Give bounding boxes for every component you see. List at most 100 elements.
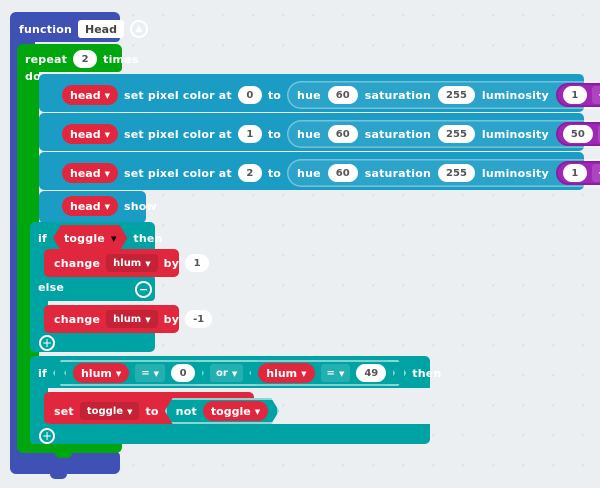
logic-join-operator-label: or xyxy=(216,367,228,379)
hue-field[interactable]: 60 xyxy=(327,86,358,104)
function-keyword: function xyxy=(19,22,72,36)
pixel-index-field[interactable]: 2 xyxy=(237,164,262,182)
head-variable-dropdown[interactable]: head ▼ xyxy=(62,85,118,105)
hsl-reporter[interactable]: hue 60 saturation 255 luminosity 1 + ▼ h… xyxy=(287,81,600,109)
by-label: by xyxy=(163,256,180,270)
repeat-count-field[interactable]: 2 xyxy=(73,50,98,68)
chevron-down-icon: ▼ xyxy=(301,369,307,378)
circle-plus-icon[interactable]: + xyxy=(39,335,55,351)
or-boolean-block[interactable]: hlum ▼ = ▼ 0 or ▼ hlum ▼ = xyxy=(53,360,406,386)
hlum-variable-dropdown[interactable]: hlum ▼ xyxy=(106,254,158,272)
hue-field[interactable]: 60 xyxy=(327,125,358,143)
chevron-down-icon: ▼ xyxy=(254,407,261,416)
comparison-value-field[interactable]: 0 xyxy=(171,364,195,382)
chevron-down-icon: ▼ xyxy=(104,169,110,178)
hue-field[interactable]: 60 xyxy=(327,164,358,182)
hue-label: hue xyxy=(297,166,321,180)
repeat-do-label: do xyxy=(25,70,41,83)
function-name-field[interactable]: Head xyxy=(78,20,124,38)
set-pixel-color-block[interactable] xyxy=(39,74,584,112)
hlum-variable-label: hlum xyxy=(113,313,142,325)
set-pixel-color-block[interactable] xyxy=(39,152,584,190)
right-comparison-block[interactable]: hlum ▼ = ▼ 49 xyxy=(249,360,395,386)
if-toggle-header: if toggle ▼ then xyxy=(38,225,163,251)
hue-label: hue xyxy=(297,88,321,102)
then-label: then xyxy=(133,231,163,245)
math-operator-block[interactable]: 1 + ▼ hlum ▼ xyxy=(555,83,600,107)
hlum-variable-dropdown[interactable]: hlum ▼ xyxy=(258,363,314,383)
chevron-up-icon[interactable]: ▲ xyxy=(129,20,148,38)
saturation-field[interactable]: 255 xyxy=(438,86,475,104)
change-keyword: change xyxy=(54,312,101,326)
toggle-variable-dropdown[interactable]: toggle ▼ xyxy=(79,402,140,420)
chevron-down-icon: ▼ xyxy=(231,369,238,378)
chevron-down-icon: ▼ xyxy=(110,234,117,243)
logic-join-operator-dropdown[interactable]: or ▼ xyxy=(210,364,243,382)
chevron-down-icon: ▼ xyxy=(115,369,122,378)
comparison-operator-dropdown[interactable]: = ▼ xyxy=(135,364,165,382)
chevron-down-icon: ▼ xyxy=(338,369,345,378)
math-left-operand[interactable]: 1 xyxy=(562,86,587,104)
toggle-variable-label: toggle xyxy=(86,405,124,417)
toggle-condition-variable[interactable]: toggle ▼ xyxy=(53,225,127,251)
hue-label: hue xyxy=(297,127,321,141)
set-pixel-color-block[interactable] xyxy=(39,113,584,151)
not-boolean-block[interactable]: not toggle ▼ xyxy=(165,398,279,424)
math-operator-block[interactable]: 1 + ▼ hlum ▼ xyxy=(555,161,600,185)
chevron-down-icon: ▼ xyxy=(104,91,110,100)
to-label: to xyxy=(145,404,159,418)
hlum-variable-label: hlum xyxy=(266,366,298,380)
math-left-operand[interactable]: 50 xyxy=(562,125,593,143)
set-pixel-color-label: set pixel color at xyxy=(123,127,232,141)
math-left-operand[interactable]: 1 xyxy=(562,164,587,182)
math-operator-dropdown[interactable]: + ▼ xyxy=(591,164,600,182)
show-block-content: head ▼ show xyxy=(62,196,157,216)
pixel-index-field[interactable]: 1 xyxy=(237,125,262,143)
math-operator-dropdown[interactable]: + ▼ xyxy=(591,86,600,104)
math-operator-block[interactable]: 50 - ▼ hlum ▼ xyxy=(555,122,600,146)
comparison-operator-symbol: = xyxy=(326,367,335,379)
comparison-operator-dropdown[interactable]: = ▼ xyxy=(321,364,351,382)
saturation-label: saturation xyxy=(364,88,432,102)
head-variable-dropdown[interactable]: head ▼ xyxy=(62,124,118,144)
hsl-reporter[interactable]: hue 60 saturation 255 luminosity 1 + ▼ h… xyxy=(287,159,600,187)
comparison-value-field[interactable]: 49 xyxy=(356,364,386,382)
change-amount-field[interactable]: 1 xyxy=(185,254,210,272)
hlum-variable-dropdown[interactable]: hlum ▼ xyxy=(106,310,158,328)
change-variable-block[interactable] xyxy=(44,305,179,333)
repeat-header: repeat 2 times xyxy=(25,50,139,68)
set-keyword: set xyxy=(54,404,74,418)
chevron-down-icon: ▼ xyxy=(104,202,110,211)
pixel-row-2-content: head ▼ set pixel color at 1 to hue 60 sa… xyxy=(62,120,600,148)
head-variable-label: head xyxy=(70,199,101,213)
math-operator-dropdown[interactable]: - ▼ xyxy=(597,125,600,143)
hlum-variable-label: hlum xyxy=(113,257,142,269)
hsl-reporter[interactable]: hue 60 saturation 255 luminosity 50 - ▼ … xyxy=(287,120,600,148)
pixel-index-field[interactable]: 0 xyxy=(237,86,262,104)
circle-plus-icon[interactable]: + xyxy=(39,428,55,444)
change-amount-field[interactable]: -1 xyxy=(185,310,213,328)
head-variable-label: head xyxy=(70,88,101,102)
set-pixel-color-label: set pixel color at xyxy=(123,88,232,102)
if-label: if xyxy=(38,366,47,380)
luminosity-label: luminosity xyxy=(481,88,549,102)
change-variable-block[interactable] xyxy=(44,249,179,277)
chevron-down-icon: ▼ xyxy=(145,315,151,324)
left-comparison-block[interactable]: hlum ▼ = ▼ 0 xyxy=(64,360,204,386)
if-label: if xyxy=(38,231,47,245)
toggle-operand-dropdown[interactable]: toggle ▼ xyxy=(203,401,268,421)
head-variable-label: head xyxy=(70,127,101,141)
head-variable-dropdown[interactable]: head ▼ xyxy=(62,163,118,183)
to-label: to xyxy=(267,127,282,141)
not-label: not xyxy=(175,404,197,418)
hlum-variable-dropdown[interactable]: hlum ▼ xyxy=(73,363,129,383)
saturation-field[interactable]: 255 xyxy=(438,125,475,143)
head-variable-dropdown[interactable]: head ▼ xyxy=(62,196,118,216)
pixel-row-1-content: head ▼ set pixel color at 0 to hue 60 sa… xyxy=(62,81,600,109)
saturation-field[interactable]: 255 xyxy=(438,164,475,182)
function-header: function Head ▲ xyxy=(19,20,148,38)
circle-minus-icon[interactable]: − xyxy=(135,281,152,298)
saturation-label: saturation xyxy=(364,127,432,141)
chevron-down-icon: ▼ xyxy=(127,407,133,416)
